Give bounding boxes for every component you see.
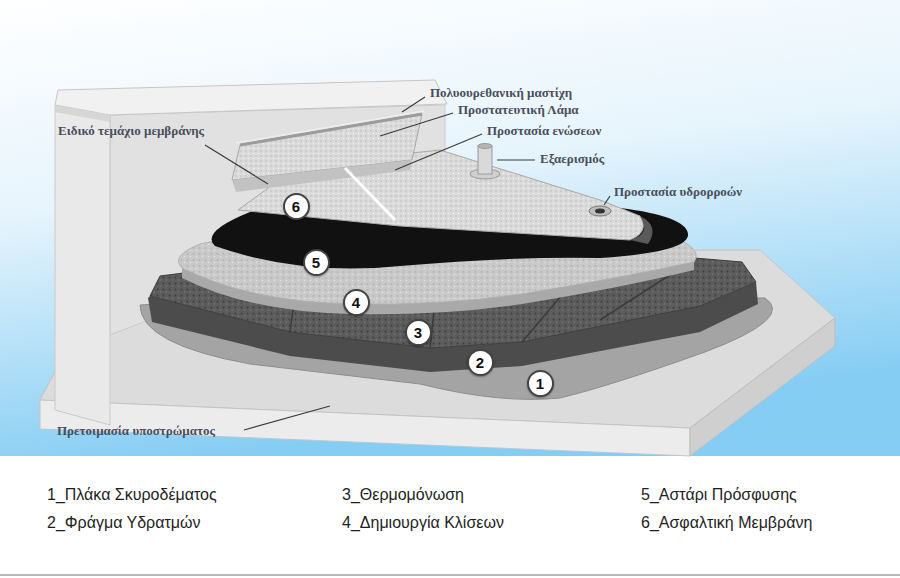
- part-label: Προστατευτική Λάμα: [458, 103, 579, 118]
- part-label: Ειδικό τεμάχιο μεμβράνης: [58, 124, 204, 139]
- legend-item: 1_Πλάκα Σκυροδέματος: [47, 485, 217, 504]
- legend-item: 6_Ασφαλτική Μεμβράνη: [641, 513, 812, 532]
- legend-item: 5_Αστάρι Πρόσφυσης: [641, 485, 797, 504]
- legend-panel: [0, 456, 900, 578]
- sky-background: [0, 0, 900, 456]
- part-label: Πολυουρεθανική μαστίχη: [430, 86, 572, 101]
- callout-number: 3: [414, 325, 422, 340]
- callout-circle: 1: [527, 370, 554, 397]
- legend-item: 2_Φράγμα Υδρατμών: [47, 513, 201, 532]
- callout-circle: 6: [283, 193, 310, 220]
- roof-vent: [470, 144, 500, 180]
- callout-number: 1: [536, 376, 544, 391]
- legend-item: 4_Δημιουργία Κλίσεων: [342, 513, 504, 532]
- part-label: Προστασία υδρορροών: [614, 185, 742, 200]
- legend-item: 3_Θερμομόνωση: [342, 485, 464, 504]
- callout-circle: 3: [405, 319, 432, 346]
- callout-number: 4: [352, 295, 360, 310]
- bitumen-membrane: [232, 111, 653, 244]
- part-label: Πρετοιμασία υποστρώματος: [57, 424, 215, 439]
- part-label: Προστασία ενώσεων: [487, 124, 601, 139]
- leader-lines: [205, 97, 610, 430]
- callout-number: 6: [292, 199, 300, 214]
- callout-circle: 4: [343, 289, 370, 316]
- gutter-drain: [589, 206, 611, 216]
- part-label: Εξαερισμός: [540, 152, 604, 167]
- bottom-rule: [0, 574, 900, 576]
- callout-circle: 5: [303, 249, 330, 276]
- callout-circle: 2: [467, 349, 494, 376]
- callout-number: 2: [476, 355, 484, 370]
- callout-number: 5: [312, 255, 320, 270]
